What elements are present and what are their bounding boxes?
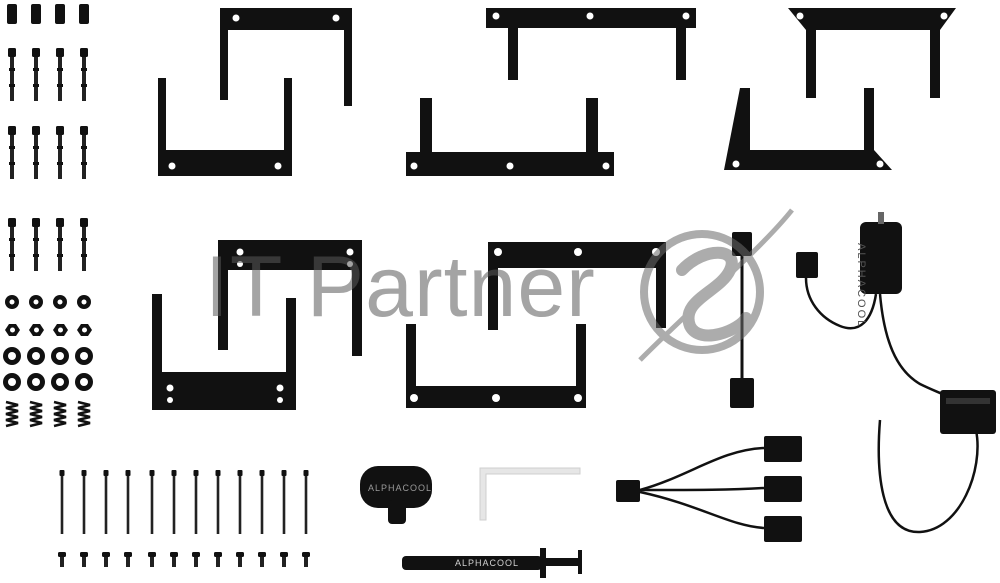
- allen-key-icon: [479, 467, 581, 521]
- rgb-hub-controller: [796, 212, 996, 534]
- bracket-pair-4: [152, 240, 362, 410]
- bracket-pair-3: [724, 8, 956, 170]
- screw-set-top: [7, 4, 89, 24]
- nut-set: [5, 324, 92, 336]
- large-washer-set: [3, 347, 93, 391]
- fan-splitter-cable: [616, 436, 802, 542]
- bracket-pair-1: [158, 8, 352, 176]
- bracket-pair-2: [406, 8, 696, 176]
- washer-set: [5, 295, 91, 309]
- standoff-set-1: [8, 48, 88, 101]
- bracket-pair-5: [406, 242, 666, 408]
- paste-spreader-tool: [360, 466, 432, 524]
- standoff-set-2: [8, 126, 88, 179]
- standoff-set-3: [8, 218, 88, 271]
- spring-set: [4, 400, 92, 428]
- long-screw-row: [59, 470, 309, 534]
- short-screw-row: [58, 552, 310, 567]
- thermal-paste-syringe: [402, 548, 582, 578]
- swoosh-logo-icon: [638, 208, 794, 362]
